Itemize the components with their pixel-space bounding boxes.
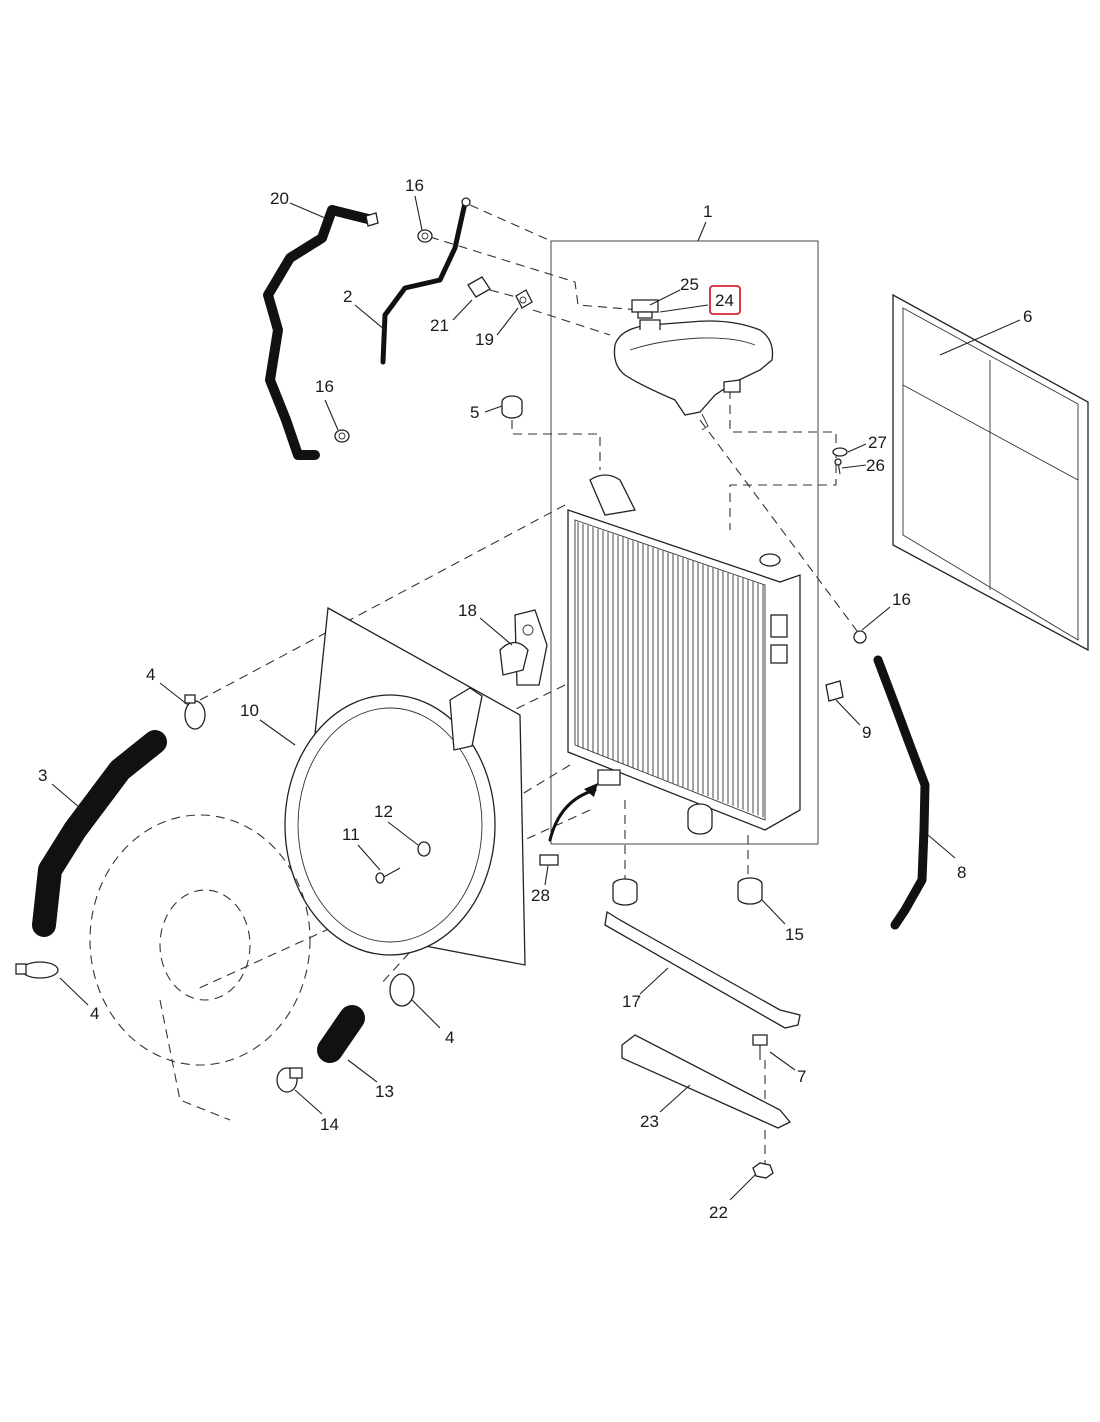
- lower-strip-17: [604, 910, 801, 1029]
- callout-10: 10: [240, 701, 259, 720]
- callout-24-highlight-box: [709, 285, 741, 315]
- clamp-16-top: [417, 229, 433, 243]
- callout-6: 6: [1023, 307, 1032, 326]
- callout-23: 23: [640, 1112, 659, 1131]
- callout-12: 12: [374, 802, 393, 821]
- callout-26: 26: [866, 456, 885, 475]
- bracket-19: [515, 289, 533, 309]
- connector-21: [467, 276, 491, 298]
- bushing-5: [501, 395, 523, 419]
- bracket-23: [621, 1034, 792, 1129]
- callout-11: 11: [342, 825, 360, 844]
- bolt-11: [375, 867, 401, 884]
- clamp-14: [276, 1067, 303, 1093]
- callout-labels: 1 2 3 4 4 4 5 6 7 8 9 10 11 12 13 14 15 …: [38, 176, 1032, 1222]
- callout-20: 20: [270, 189, 289, 208]
- callout-3: 3: [38, 766, 47, 785]
- screw-26: [834, 458, 842, 475]
- mount-cushion-left: [612, 878, 638, 906]
- callout-2: 2: [343, 287, 352, 306]
- fan-outline: [89, 814, 311, 1121]
- callout-27: 27: [868, 433, 887, 452]
- hose-20: [263, 205, 379, 460]
- fan-shroud-10: [284, 606, 526, 966]
- bracket-9: [825, 680, 844, 702]
- callout-25: 25: [680, 275, 699, 294]
- callout-21: 21: [430, 316, 449, 335]
- callout-1: 1: [703, 202, 712, 221]
- bolt-7: [752, 1034, 768, 1060]
- hose-2: [380, 197, 471, 365]
- callout-16-left: 16: [315, 377, 334, 396]
- callout-7: 7: [797, 1067, 806, 1086]
- clamp-16-right: [853, 630, 867, 644]
- clamp-4-top: [184, 694, 206, 730]
- callout-5: 5: [470, 403, 479, 422]
- callout-18: 18: [458, 601, 477, 620]
- drain-fitting-28: [539, 783, 598, 866]
- callout-28: 28: [531, 886, 550, 905]
- callout-24: 24: [715, 291, 734, 310]
- callout-4-bottom-left: 4: [90, 1004, 99, 1023]
- leader-lines: [51, 195, 1021, 1201]
- clamp-16-left: [334, 429, 350, 443]
- callout-16-top: 16: [405, 176, 424, 195]
- callout-14: 14: [320, 1115, 339, 1134]
- callout-9: 9: [862, 723, 871, 742]
- callout-4-top: 4: [146, 665, 155, 684]
- radiator-core: [567, 474, 801, 835]
- hose-8: [873, 655, 930, 930]
- clamp-4-bottom-right: [389, 973, 415, 1007]
- washer-27: [832, 447, 848, 457]
- radiator-assembly-group-box: [550, 221, 819, 845]
- expansion-tank-24: [613, 319, 774, 431]
- callout-16-right: 16: [892, 590, 911, 609]
- cap-25: [631, 299, 659, 319]
- callout-13: 13: [375, 1082, 394, 1101]
- hose-13: [317, 1005, 365, 1063]
- clamp-4-bottom-left: [15, 961, 59, 979]
- mount-cushion-15: [737, 877, 763, 905]
- callout-22: 22: [709, 1203, 728, 1222]
- nut-22: [752, 1162, 774, 1179]
- hose-3: [32, 730, 167, 937]
- callout-15: 15: [785, 925, 804, 944]
- callout-4-bottom-right: 4: [445, 1028, 454, 1047]
- callout-8: 8: [957, 863, 966, 882]
- shroud-panel-6: [892, 293, 1089, 652]
- callout-19: 19: [475, 330, 494, 349]
- support-bracket-18: [499, 609, 548, 686]
- washer-12: [417, 841, 431, 857]
- callout-17: 17: [622, 992, 641, 1011]
